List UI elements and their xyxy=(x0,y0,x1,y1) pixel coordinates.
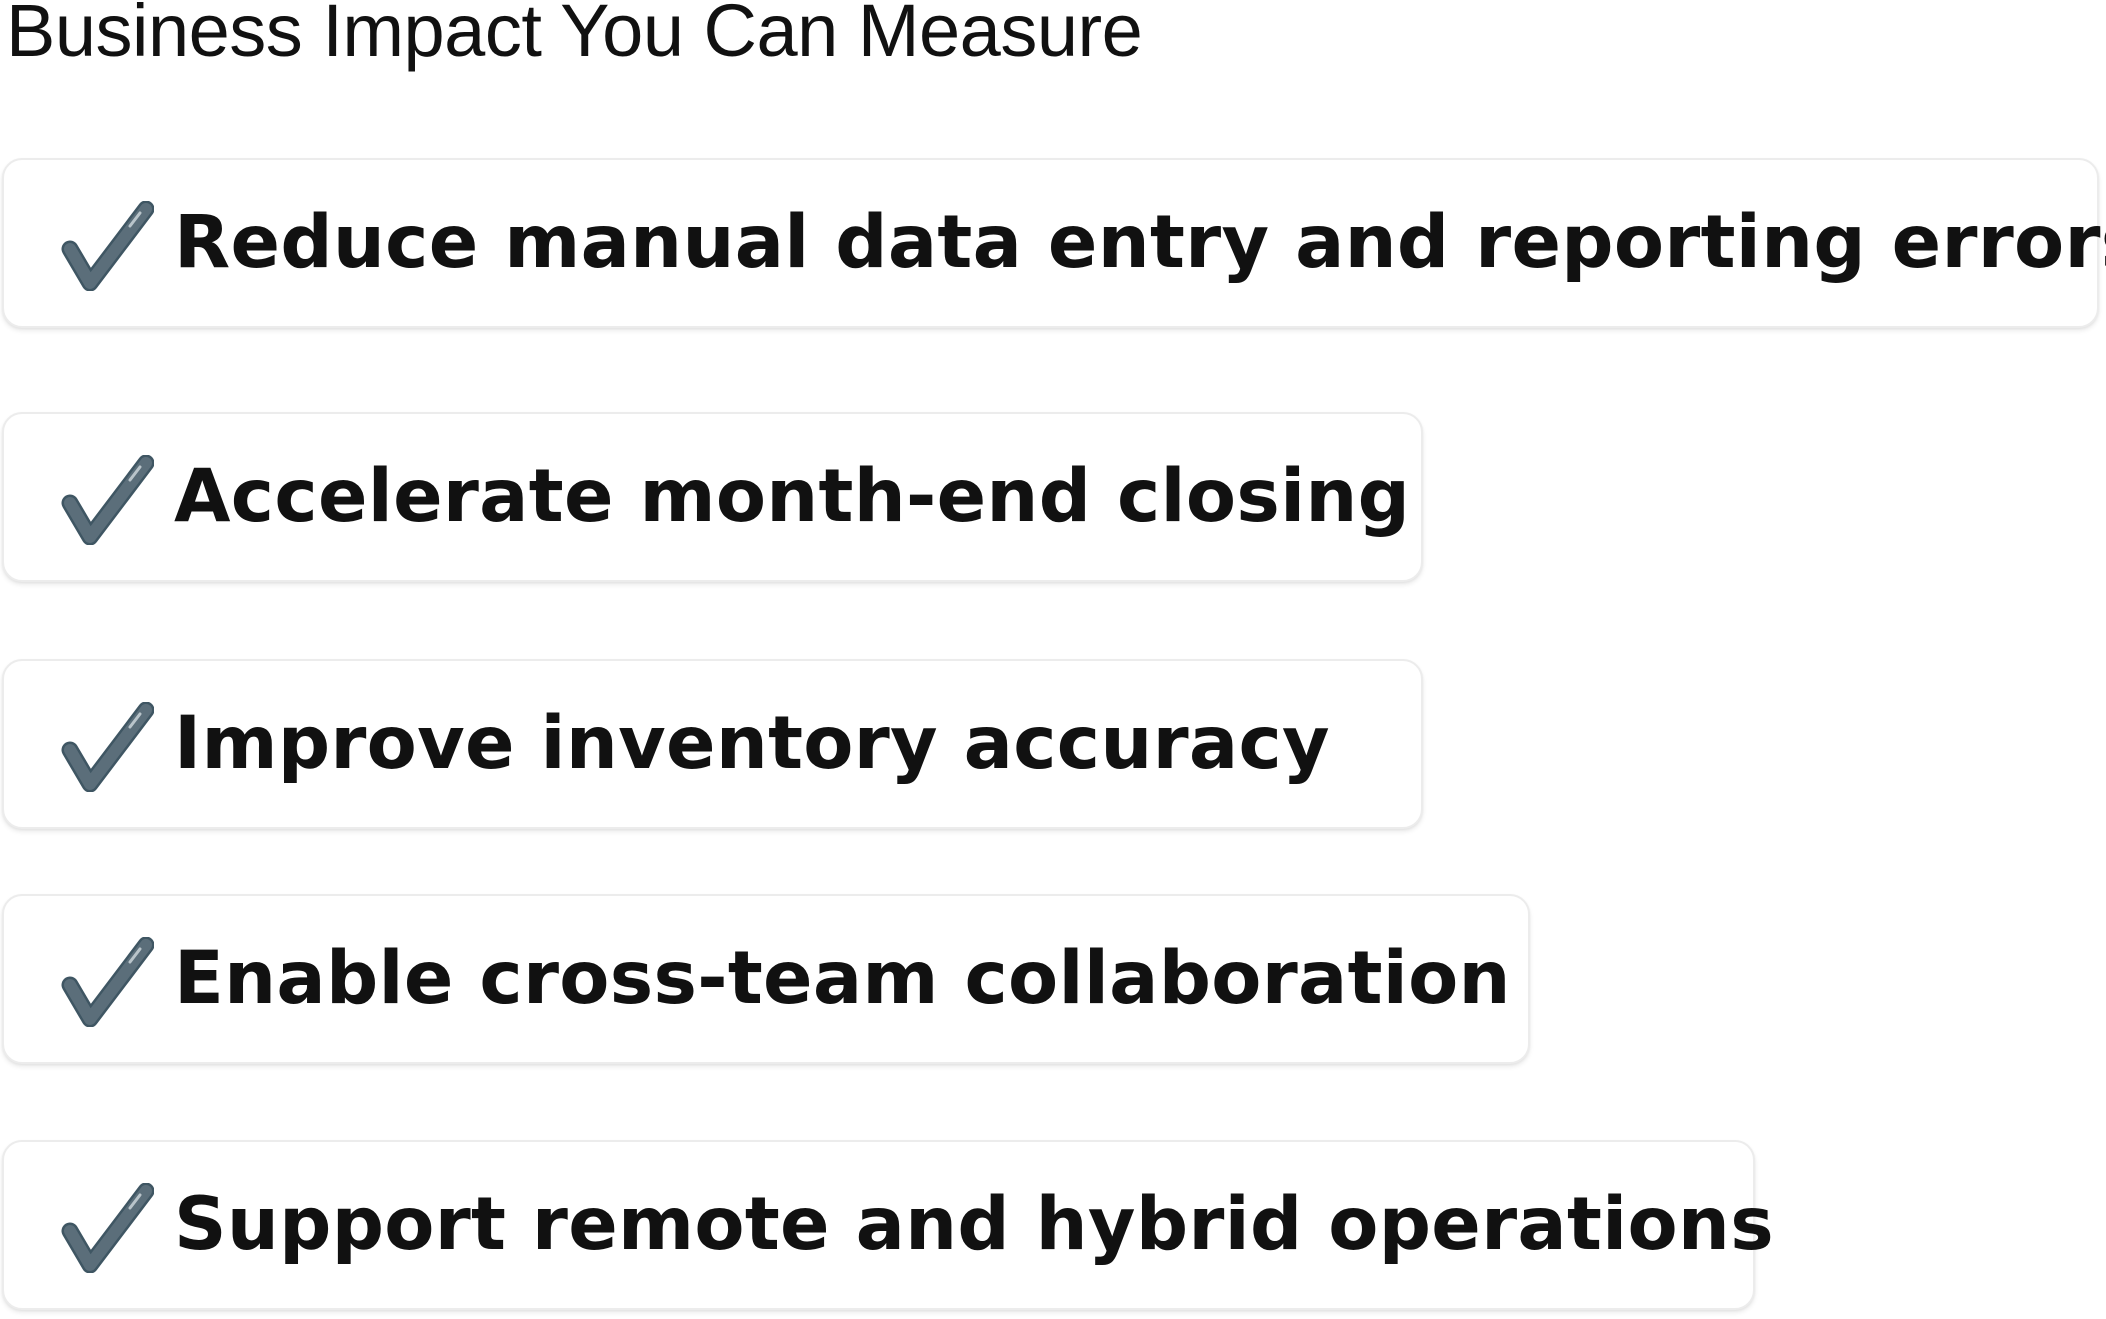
benefit-card-reduce-errors: Reduce manual data entry and reporting e… xyxy=(2,158,2106,328)
check-mark-icon xyxy=(61,702,154,792)
benefit-label: Support remote and hybrid operations xyxy=(174,1182,1774,1267)
benefit-label: Improve inventory accuracy xyxy=(174,701,1330,786)
check-mark-icon xyxy=(61,1183,154,1273)
benefit-card-month-end: Accelerate month-end closing xyxy=(2,412,1423,582)
benefit-label: Accelerate month-end closing xyxy=(174,454,1411,539)
check-mark-icon xyxy=(61,201,154,291)
benefit-card-inventory: Improve inventory accuracy xyxy=(2,659,1423,829)
page-title: Business Impact You Can Measure xyxy=(6,0,1143,72)
check-mark-icon xyxy=(61,937,154,1027)
benefit-label: Enable cross-team collaboration xyxy=(174,936,1511,1021)
check-mark-icon xyxy=(61,455,154,545)
benefit-card-collaboration: Enable cross-team collaboration xyxy=(2,894,1530,1064)
benefit-card-remote-hybrid: Support remote and hybrid operations xyxy=(2,1140,1774,1310)
benefit-label: Reduce manual data entry and reporting e… xyxy=(174,200,2106,285)
